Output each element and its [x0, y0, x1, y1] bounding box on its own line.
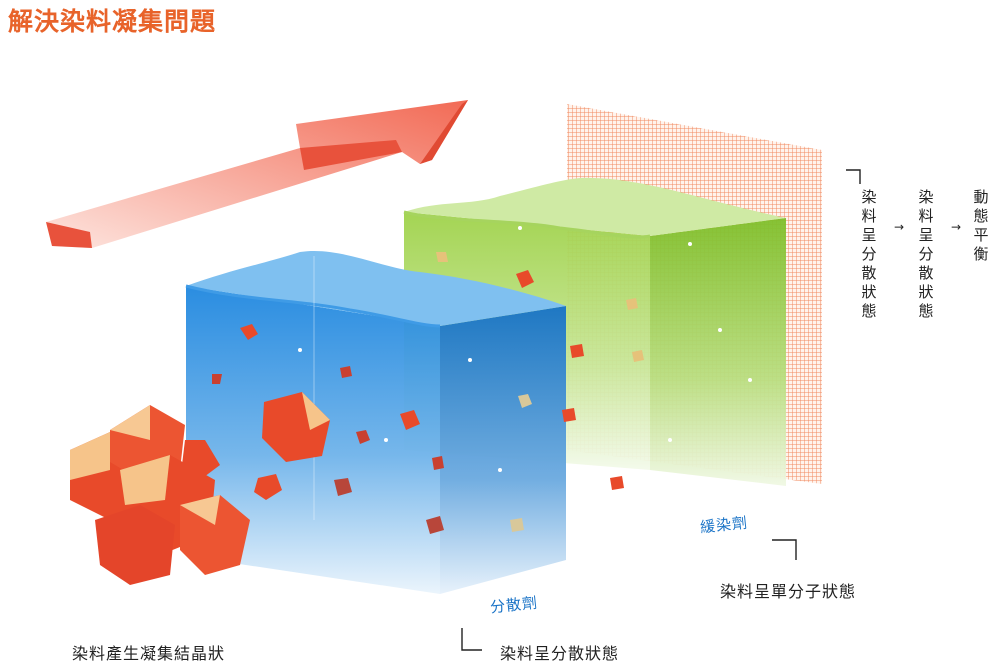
- dispersed-particles: [212, 324, 532, 534]
- arrow-right-icon: →: [951, 220, 962, 234]
- label-crystal: 染料產生凝集結晶狀: [72, 644, 226, 663]
- green-tank: [403, 177, 786, 486]
- arrow-right-icon: [46, 100, 468, 248]
- leader-lines: [461, 169, 861, 651]
- process-step-3: 動態平衡: [973, 188, 989, 263]
- label-dispersed-state: 染料呈分散狀態: [500, 644, 620, 663]
- page-title: 解決染料凝集問題: [8, 7, 217, 36]
- process-step-2: 染料呈分散狀態: [918, 188, 934, 320]
- arrow-right-icon: →: [894, 220, 905, 234]
- label-single-molecule: 染料呈單分子狀態: [720, 582, 857, 601]
- process-step-1: 染料呈分散狀態: [861, 188, 877, 320]
- single-molecule-particles: [436, 226, 752, 490]
- crystal-cluster-icon: [70, 392, 330, 585]
